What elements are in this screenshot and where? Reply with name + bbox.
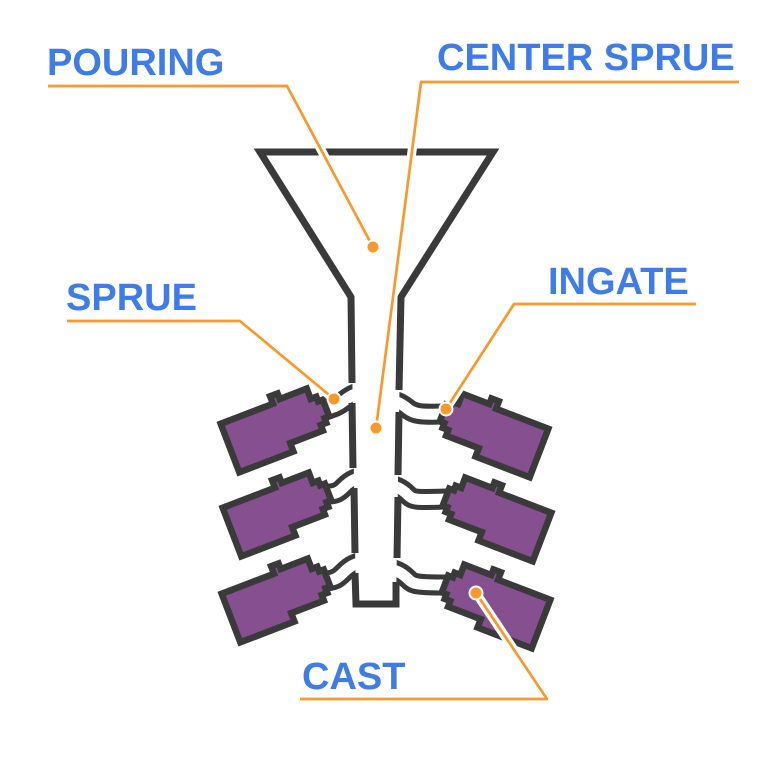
cast-left-3 bbox=[219, 549, 338, 642]
pouring-leader bbox=[48, 84, 375, 248]
label-ingate: INGATE bbox=[548, 261, 689, 303]
label-center-sprue: CENTER SPRUE bbox=[437, 37, 735, 79]
ingate-point-dot bbox=[438, 401, 454, 417]
cast-right-3 bbox=[435, 555, 554, 648]
cast-right-2 bbox=[436, 468, 555, 561]
center-sprue-point-dot bbox=[368, 420, 384, 436]
label-sprue: SPRUE bbox=[66, 277, 197, 319]
pouring-point-dot bbox=[365, 239, 381, 255]
pouring-cup-outline bbox=[253, 148, 500, 391]
sprue-point-dot bbox=[326, 391, 342, 407]
center-sprue-leader bbox=[374, 80, 739, 429]
funnel-interior bbox=[260, 152, 493, 604]
leader-lines bbox=[48, 80, 739, 702]
center-sprue-walls bbox=[348, 402, 403, 608]
cast-point-dot bbox=[468, 585, 484, 601]
ingate-leader bbox=[444, 302, 696, 410]
label-pouring: POURING bbox=[47, 42, 225, 84]
cast-leader bbox=[300, 592, 549, 701]
cast-left-1 bbox=[218, 379, 337, 472]
cast-left-2 bbox=[220, 463, 339, 556]
label-cast: CAST bbox=[302, 656, 406, 698]
sprue-leader bbox=[67, 319, 335, 401]
